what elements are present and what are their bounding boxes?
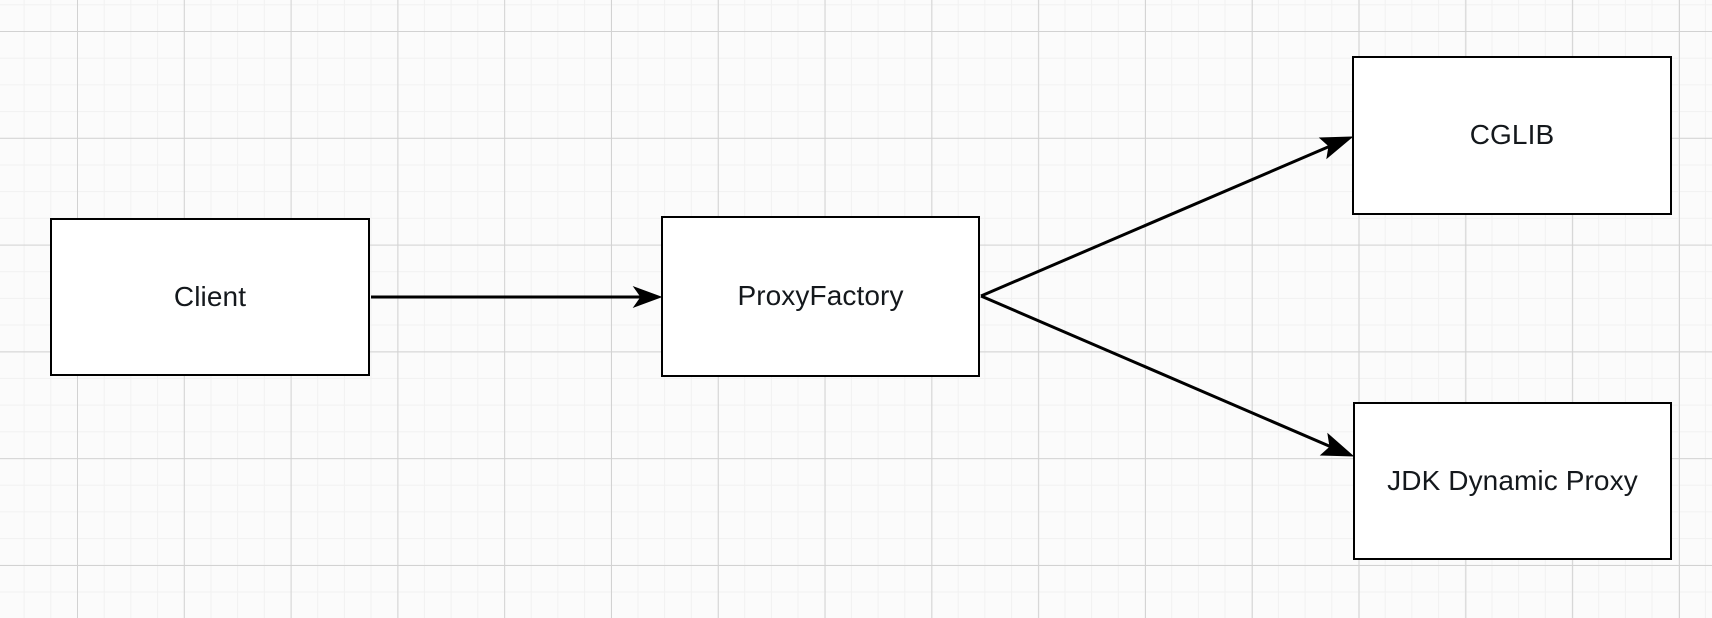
node-jdk-dynamic-proxy-label: JDK Dynamic Proxy — [1387, 464, 1638, 496]
node-cglib-label: CGLIB — [1469, 119, 1555, 151]
node-proxy-factory[interactable]: ProxyFactory — [661, 216, 980, 377]
node-client-label: Client — [173, 280, 247, 312]
edge-proxyfactory-to-cglib — [980, 136, 1354, 298]
node-jdk-dynamic-proxy[interactable]: JDK Dynamic Proxy — [1353, 402, 1672, 560]
arrowhead-proxyfactory-to-jdk-dynamic-proxy — [1319, 432, 1355, 457]
edge-proxyfactory-to-jdk-dynamic-proxy — [980, 294, 1355, 457]
edge-client-to-proxyfactory — [371, 285, 663, 309]
node-client[interactable]: Client — [50, 218, 370, 376]
edge-line-proxyfactory-to-jdk-dynamic-proxy — [980, 294, 1337, 451]
edge-line-proxyfactory-to-cglib — [980, 142, 1336, 298]
arrowhead-proxyfactory-to-cglib — [1318, 136, 1354, 160]
node-cglib[interactable]: CGLIB — [1352, 56, 1672, 215]
node-proxy-factory-label: ProxyFactory — [737, 280, 904, 312]
arrowhead-client-to-proxyfactory — [632, 285, 663, 309]
